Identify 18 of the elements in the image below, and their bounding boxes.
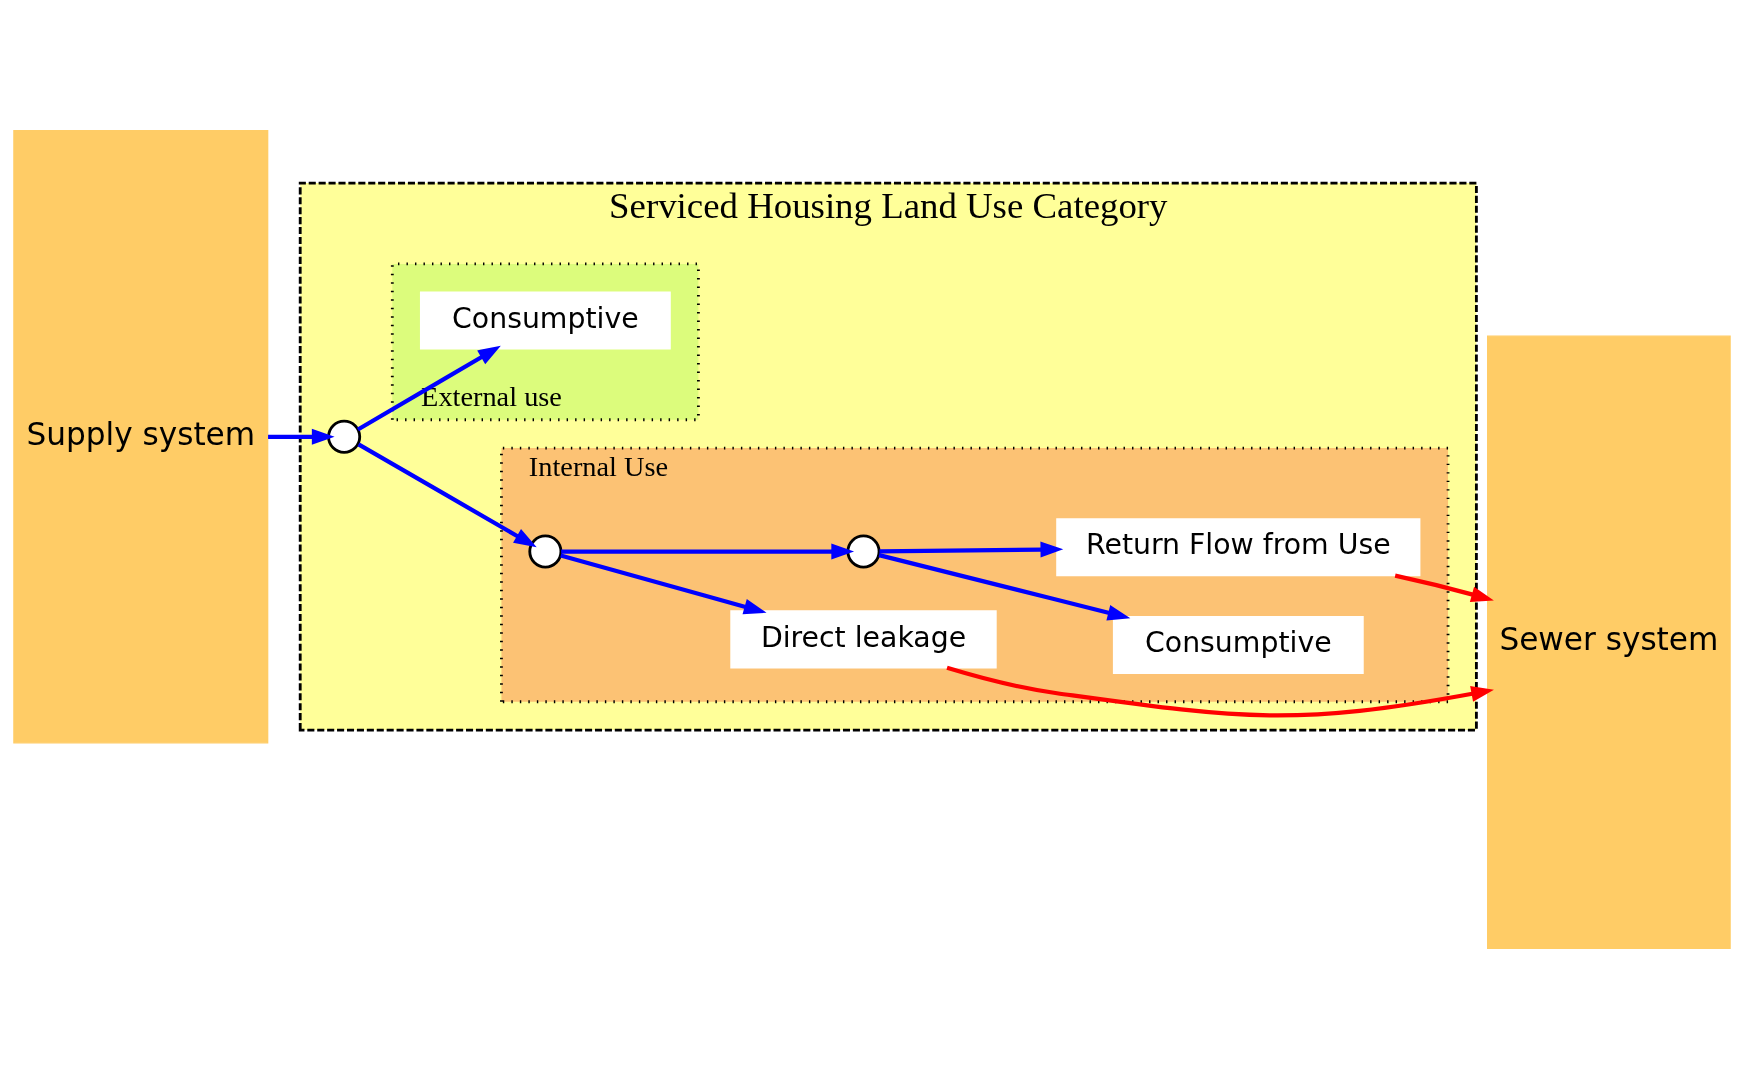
node-box: Supply system bbox=[13, 129, 269, 744]
node-box: Direct leakage bbox=[730, 609, 997, 668]
node-circle bbox=[846, 534, 881, 569]
node-box: Return Flow from Use bbox=[1056, 517, 1421, 576]
arrow bbox=[879, 541, 1064, 557]
node-circle bbox=[327, 419, 362, 454]
arrow bbox=[357, 441, 537, 547]
arrow bbox=[878, 552, 1131, 620]
arrow bbox=[356, 345, 501, 431]
node-box: Sewer system bbox=[1487, 334, 1731, 949]
arrow bbox=[561, 543, 855, 559]
arrow bbox=[946, 665, 1494, 717]
arrow bbox=[560, 552, 767, 614]
node-circle bbox=[528, 534, 563, 569]
node-box: Consumptive bbox=[419, 291, 671, 350]
arrow bbox=[268, 428, 335, 445]
arrow bbox=[1394, 573, 1494, 602]
node-box: Consumptive bbox=[1112, 615, 1364, 674]
